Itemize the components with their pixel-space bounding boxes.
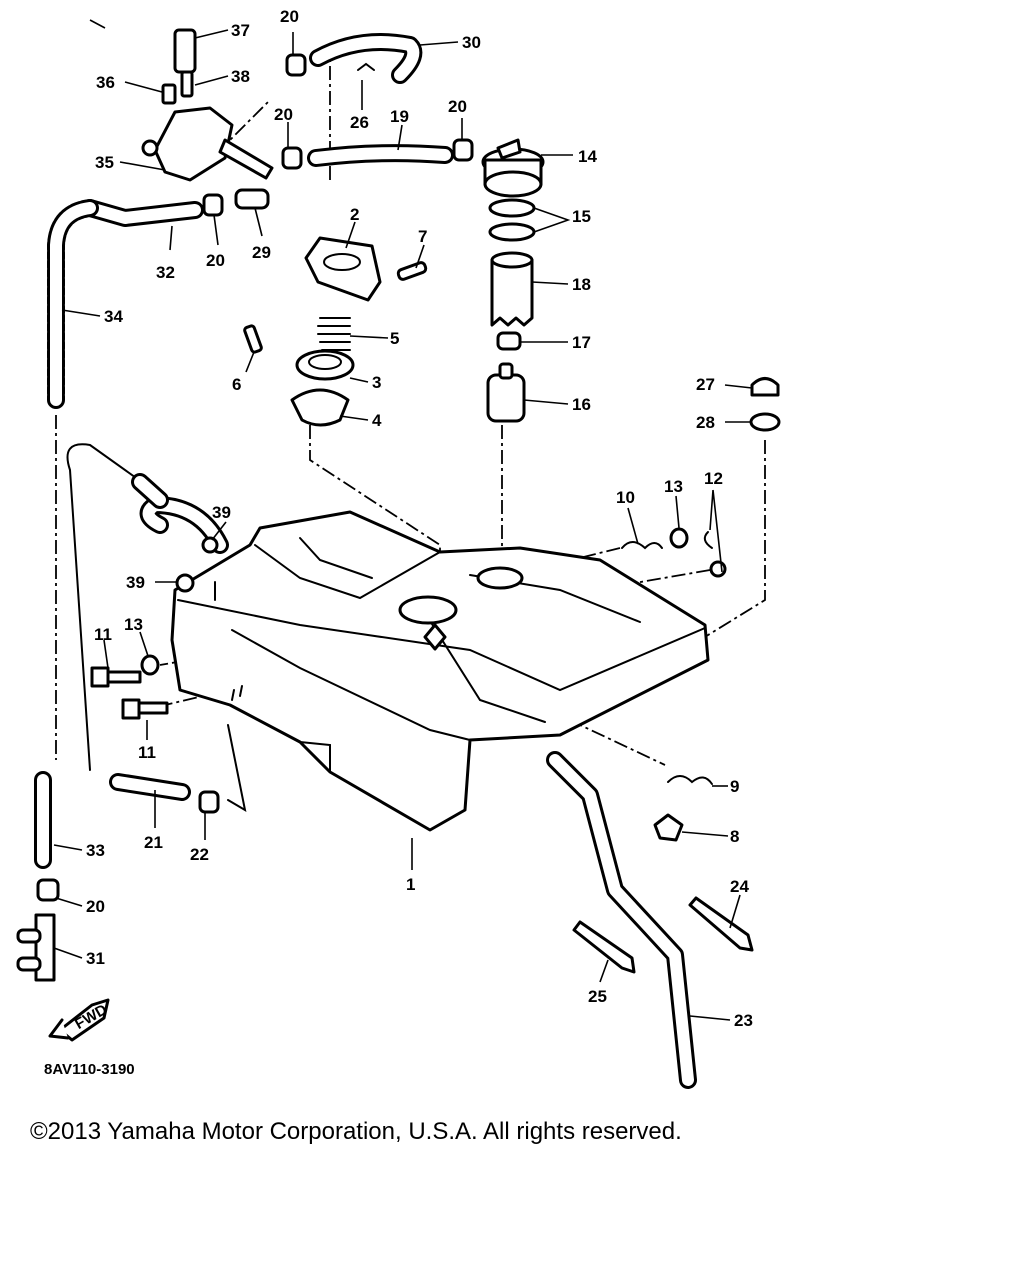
part-label-22: 22 [190, 845, 209, 864]
small-parts: FWD [16, 28, 781, 1042]
part-label-17: 17 [572, 333, 591, 352]
part-label-1: 1 [406, 875, 415, 894]
part-label-13-left: 13 [124, 615, 143, 634]
part-label-19: 19 [390, 107, 409, 126]
part-label-25: 25 [588, 987, 607, 1006]
part-label-38: 38 [231, 67, 250, 86]
part-label-18: 18 [572, 275, 591, 294]
part-labels: 37 36 38 35 20 30 26 20 19 20 14 15 18 1… [44, 7, 753, 1078]
part-label-36: 36 [96, 73, 115, 92]
part-label-5: 5 [390, 329, 399, 348]
part-label-10: 10 [616, 488, 635, 507]
part-label-8: 8 [730, 827, 739, 846]
hoses [34, 32, 697, 1089]
part-label-12: 12 [704, 469, 723, 488]
part-label-33: 33 [86, 841, 105, 860]
part-label-20-lower: 20 [206, 251, 225, 270]
part-label-3: 3 [372, 373, 381, 392]
part-label-39-top: 39 [212, 503, 231, 522]
part-label-35: 35 [95, 153, 114, 172]
part-label-24: 24 [730, 877, 749, 896]
part-label-20-right: 20 [448, 97, 467, 116]
part-label-34: 34 [104, 307, 123, 326]
part-label-20-top: 20 [280, 7, 299, 26]
part-label-37: 37 [231, 21, 250, 40]
part-label-6: 6 [232, 375, 241, 394]
part-label-32: 32 [156, 263, 175, 282]
part-label-29: 29 [252, 243, 271, 262]
part-label-15: 15 [572, 207, 591, 226]
diagram-code: 8AV110-3190 [44, 1061, 135, 1078]
part-label-20-bottom: 20 [86, 897, 105, 916]
part-label-39-left: 39 [126, 573, 145, 592]
part-label-9: 9 [730, 777, 739, 796]
part-label-23: 23 [734, 1011, 753, 1030]
copyright-notice: ©2013 Yamaha Motor Corporation, U.S.A. A… [30, 1118, 682, 1145]
part-label-27: 27 [696, 375, 715, 394]
part-label-14: 14 [578, 147, 597, 166]
part-label-11-top: 11 [94, 625, 112, 644]
part-label-16: 16 [572, 395, 591, 414]
part-label-31: 31 [86, 949, 105, 968]
part-label-2: 2 [350, 205, 359, 224]
part-label-13-right: 13 [664, 477, 683, 496]
leader-lines [53, 19, 753, 1021]
part-label-7: 7 [418, 227, 427, 246]
part-label-4: 4 [372, 411, 382, 430]
part-label-20-mid: 20 [274, 105, 293, 124]
fuel-tank [170, 510, 710, 832]
fuel-tank-exploded-diagram: FWD [16, 7, 781, 1089]
part-label-11-bottom: 11 [138, 743, 156, 762]
part-label-21: 21 [144, 833, 163, 852]
part-label-26: 26 [350, 113, 369, 132]
part-label-30: 30 [462, 33, 481, 52]
part-label-28: 28 [696, 413, 715, 432]
